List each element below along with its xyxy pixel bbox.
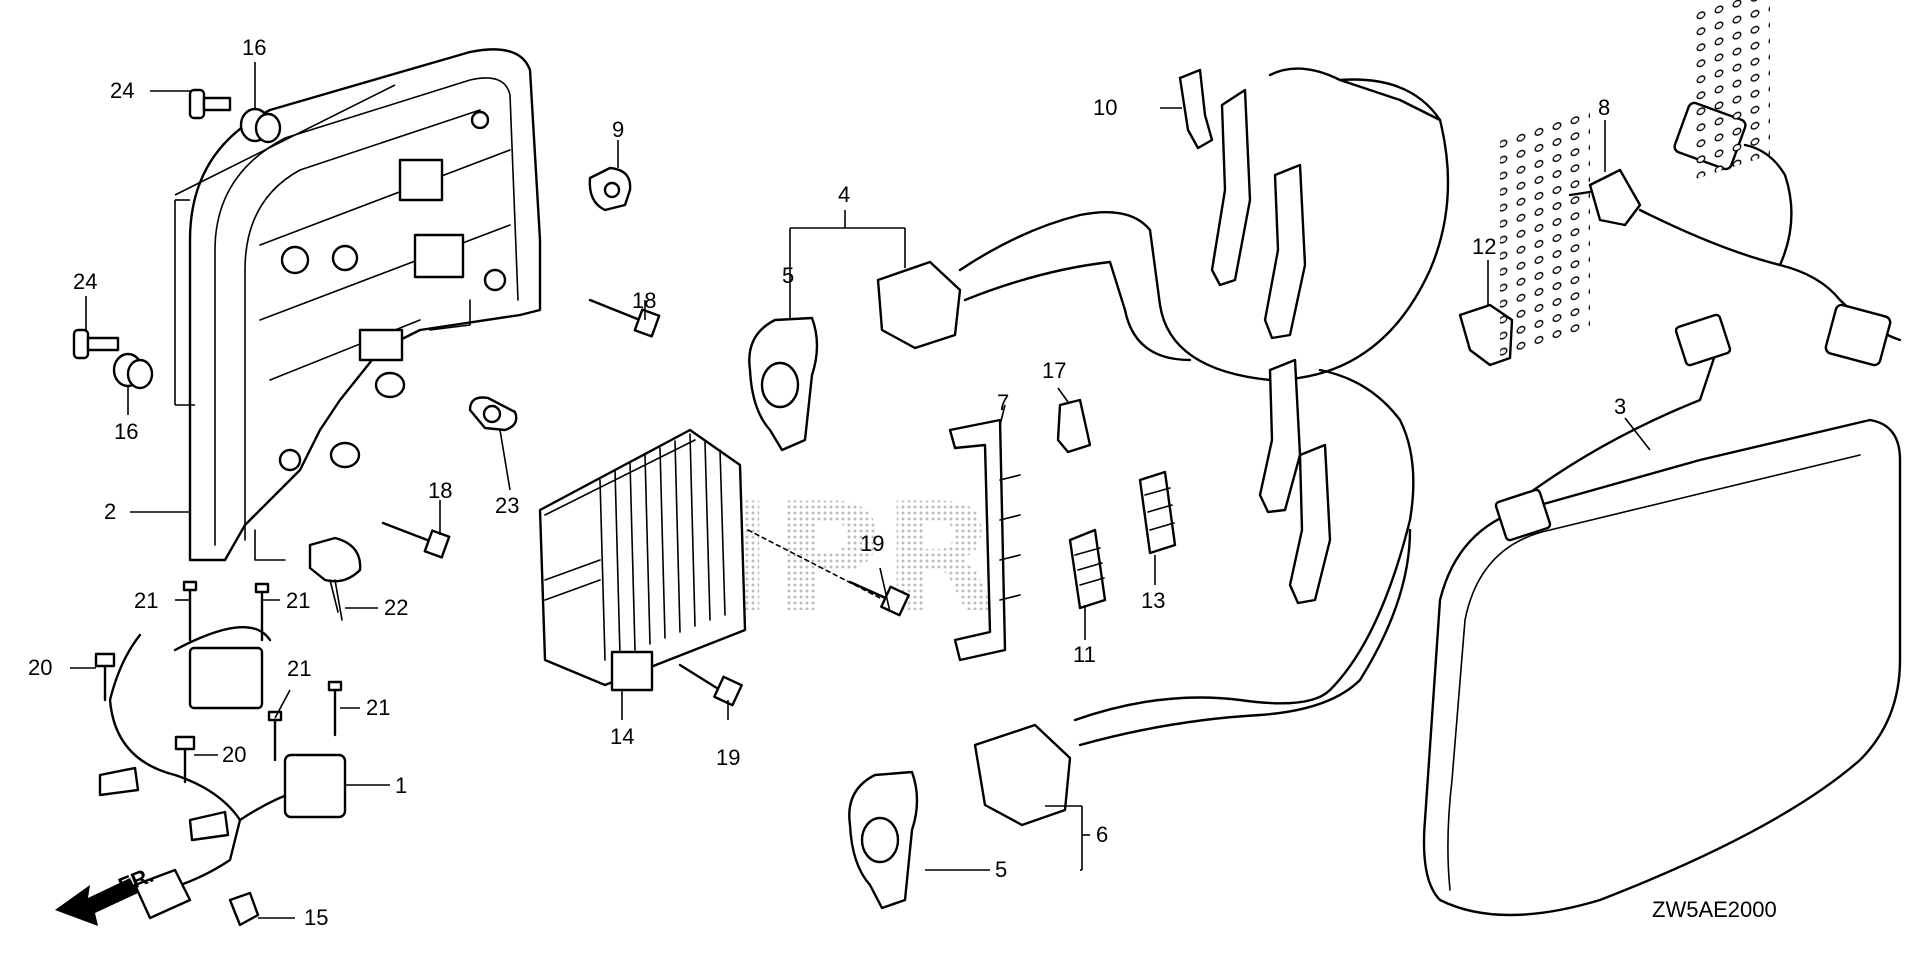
callout-4: 4 [838,182,850,207]
callout-9: 9 [612,117,624,142]
callout-8: 8 [1598,95,1610,120]
callout-17: 17 [1042,358,1066,383]
callout-14: 14 [610,724,634,749]
callout-19a: 19 [860,531,884,556]
callout-5b: 5 [995,857,1007,882]
callout-10: 10 [1093,95,1117,120]
callout-3: 3 [1614,394,1626,419]
callout-6: 6 [1096,822,1108,847]
clip-11 [1068,528,1107,610]
rubber-mount-5-lower [848,770,919,910]
bolt-20-b [174,735,196,784]
bolt-24-upper [188,88,232,120]
callout-1: 1 [395,773,407,798]
callout-16a: 16 [242,35,266,60]
ignition-coil-6 [973,358,1415,827]
callout-2: 2 [104,499,116,524]
clip-9 [588,166,632,212]
bolt-18-upper [588,298,661,338]
clip-13 [1138,470,1177,555]
callout-21a: 21 [134,588,158,613]
clip-15 [228,891,260,927]
switch-harness-1 [98,625,347,920]
screw-21-b [254,582,270,642]
side-cover-3 [1422,0,1902,917]
callout-13: 13 [1141,588,1165,613]
callouts: 1 2 3 4 5 5 6 7 8 9 10 11 12 13 14 15 16… [28,35,1626,930]
callout-21c: 21 [287,656,311,681]
callout-22: 22 [384,595,408,620]
clip-17 [1056,398,1092,454]
bolt-20-a [94,652,116,702]
callout-18a: 18 [632,288,656,313]
callout-21d: 21 [366,695,390,720]
rubber-mount-5-upper [748,316,819,452]
control-panel-frame [188,48,542,562]
callout-5a: 5 [782,263,794,288]
callout-23: 23 [495,493,519,518]
callout-24b: 24 [73,269,97,294]
screw-21-c [267,710,283,762]
drawing-code: ZW5AE2000 [1652,897,1777,922]
bolt-19-lower [678,663,743,707]
callout-19b: 19 [716,745,740,770]
inverter-unit-14 [538,428,747,692]
callout-21b: 21 [286,588,310,613]
clip-10 [1178,68,1214,150]
screw-21-a [182,580,198,642]
bolt-24-lower [72,328,120,360]
callout-24a: 24 [110,78,134,103]
callout-12: 12 [1472,234,1496,259]
callout-15: 15 [304,905,328,930]
callout-16b: 16 [114,419,138,444]
band-22 [308,536,362,621]
callout-7: 7 [997,390,1009,415]
grommet-16-lower [112,352,154,390]
callout-11: 11 [1073,642,1096,667]
callout-20a: 20 [28,655,52,680]
ignition-coil-4 [876,67,1450,382]
leader-lines [70,62,1651,919]
bracket-7 [948,418,1021,662]
callout-18b: 18 [428,478,452,503]
callout-20b: 20 [222,742,246,767]
grommet-16-upper [239,107,282,144]
clamp-23 [468,396,518,432]
screw-21-d [327,680,343,737]
